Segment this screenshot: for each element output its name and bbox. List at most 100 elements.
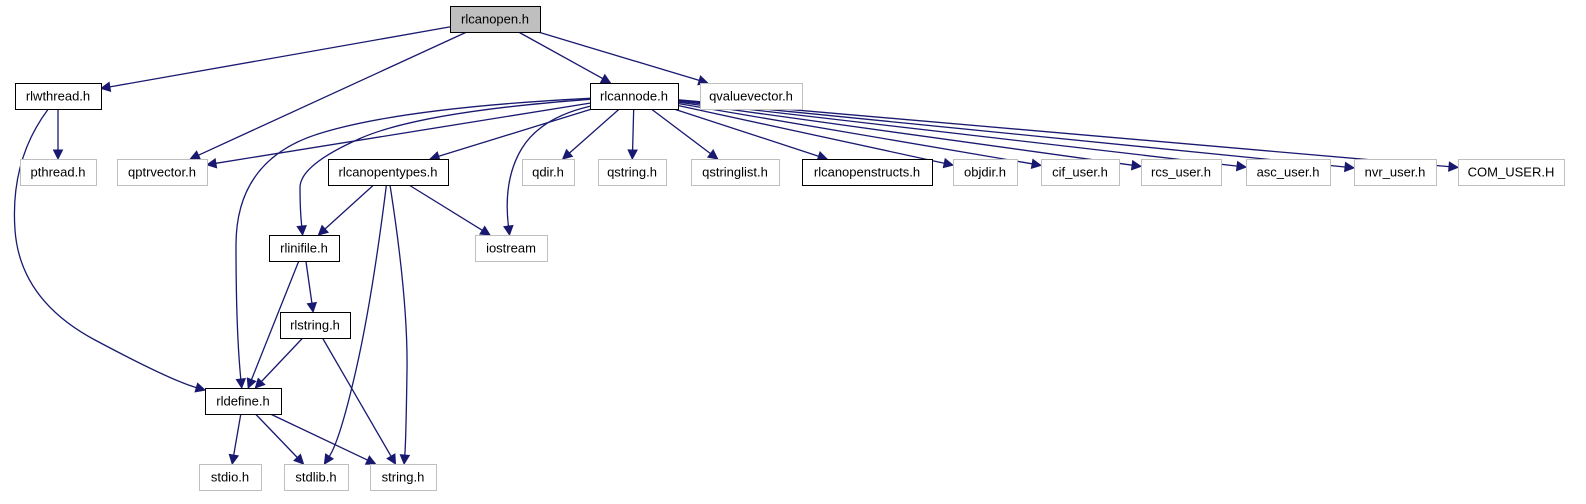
node-box: [328, 159, 449, 186]
node-com_user: COM_USER.H: [1458, 159, 1565, 186]
edge-rlcannode-to-nvr_user: [677, 99, 1356, 173]
edge-line: [677, 99, 1346, 168]
node-box: [598, 159, 667, 186]
arrowhead-icon: [194, 382, 207, 393]
edge-rlcannode-to-iostream: [503, 105, 591, 237]
edge-rlcannode-to-rlcanopenstructs: [673, 108, 829, 162]
edge-rlcanopentypes-to-string: [389, 184, 411, 466]
node-label: rcs_user.h: [1151, 165, 1211, 180]
node-asc_user: asc_user.h: [1246, 159, 1331, 186]
node-rlinifile[interactable]: rlinifile.h: [269, 235, 340, 262]
node-label: rldefine.h: [216, 394, 269, 409]
edge-line: [631, 108, 635, 151]
edge-rlcannode-to-rldefine: [235, 97, 591, 390]
arrowhead-icon: [189, 150, 202, 160]
edge-rlcannode-to-cif_user: [677, 102, 1043, 170]
node-rlcannode[interactable]: rlcannode.h: [590, 83, 679, 110]
edge-rlcanopentypes-to-stdlib: [323, 184, 388, 465]
edge-rlcanopen-to-qptrvector: [189, 31, 467, 160]
edge-rlcannode-to-qstringlist: [650, 108, 719, 160]
node-rldefine[interactable]: rldefine.h: [205, 388, 282, 415]
node-pthread: pthread.h: [20, 159, 97, 186]
arrowhead-icon: [386, 453, 397, 465]
arrowhead-icon: [1235, 160, 1248, 172]
edge-rlcannode-to-rlcanopentypes: [429, 108, 593, 162]
node-rcs_user: rcs_user.h: [1141, 159, 1222, 186]
arrowhead-icon: [479, 225, 491, 236]
graph-nodes: rlcanopen.h rlwthread.h rlcannode.h qvaluev…: [15, 6, 1565, 491]
node-box: [450, 6, 541, 33]
edge-rlinifile-to-rlstring: [305, 260, 318, 314]
node-stdlib: stdlib.h: [284, 464, 349, 491]
arrowhead-icon: [1448, 161, 1460, 172]
node-label: qdir.h: [532, 165, 564, 180]
node-label: COM_USER.H: [1468, 165, 1555, 180]
node-box: [117, 159, 208, 186]
node-box: [284, 464, 349, 491]
edge-rlcannode-to-qdir: [561, 108, 620, 160]
edge-rlcannode-to-objdir: [677, 104, 955, 169]
node-label: qvaluevector.h: [709, 89, 793, 104]
node-box: [1141, 159, 1222, 186]
edge-line: [438, 108, 593, 157]
edge-rlcanopen-to-qvaluevector: [538, 31, 709, 86]
node-rlcanopen[interactable]: rlcanopen.h: [450, 6, 541, 33]
edge-rlcanopen-to-rlwthread: [99, 26, 451, 93]
node-label: qstring.h: [607, 165, 657, 180]
arrowhead-icon: [1030, 158, 1043, 170]
edge-line: [198, 31, 467, 156]
edge-rlcanopentypes-to-iostream: [408, 184, 491, 236]
node-box: [590, 83, 679, 110]
edge-line: [235, 97, 591, 380]
arrowhead-icon: [364, 455, 377, 465]
node-box: [953, 159, 1018, 186]
edge-line: [270, 413, 368, 461]
node-label: stdio.h: [211, 470, 249, 485]
arrowhead-icon: [254, 377, 266, 389]
node-rlcanopenstructs[interactable]: rlcanopenstructs.h: [802, 159, 933, 186]
arrowhead-icon: [205, 158, 218, 169]
node-box: [269, 235, 340, 262]
node-label: rlcanopenstructs.h: [814, 165, 920, 180]
edge-line: [328, 184, 388, 457]
edge-line: [250, 260, 300, 380]
node-qdir: qdir.h: [522, 159, 575, 186]
edge-line: [677, 102, 1033, 165]
edge-rlcannode-to-rlinifile: [296, 98, 591, 237]
node-label: iostream: [486, 241, 536, 256]
node-box: [1354, 159, 1437, 186]
node-qstringlist: qstringlist.h: [691, 159, 780, 186]
node-label: string.h: [382, 470, 425, 485]
arrowhead-icon: [942, 157, 955, 169]
node-label: rlcanopen.h: [461, 12, 529, 27]
node-box: [15, 83, 102, 110]
arrowhead-icon: [306, 301, 318, 314]
node-rlstring[interactable]: rlstring.h: [280, 312, 351, 339]
edge-line: [109, 26, 451, 88]
edge-rlinifile-to-rldefine: [246, 260, 300, 390]
node-objdir: objdir.h: [953, 159, 1018, 186]
node-rlwthread[interactable]: rlwthread.h: [15, 83, 102, 110]
graph-edges: [13, 26, 1460, 466]
arrowhead-icon: [317, 224, 330, 236]
edge-rldefine-to-string: [270, 413, 377, 465]
edge-rlcanopentypes-to-rlinifile: [317, 184, 375, 236]
edge-line: [324, 184, 375, 230]
node-string: string.h: [370, 464, 437, 491]
arrowhead-icon: [293, 453, 305, 465]
arrowhead-icon: [228, 453, 240, 466]
node-label: qptrvector.h: [128, 165, 196, 180]
node-stdio: stdio.h: [199, 464, 262, 491]
node-qvaluevector: qvaluevector.h: [700, 83, 803, 110]
node-rlcanopentypes[interactable]: rlcanopentypes.h: [328, 159, 449, 186]
node-label: rlwthread.h: [26, 89, 90, 104]
node-cif_user: cif_user.h: [1041, 159, 1120, 186]
edge-rlcanopen-to-rlcannode: [518, 31, 612, 84]
node-box: [1458, 159, 1565, 186]
node-label: nvr_user.h: [1365, 165, 1426, 180]
arrowhead-icon: [296, 225, 307, 237]
arrowhead-icon: [1130, 159, 1143, 171]
node-box: [1246, 159, 1331, 186]
node-label: cif_user.h: [1052, 165, 1108, 180]
